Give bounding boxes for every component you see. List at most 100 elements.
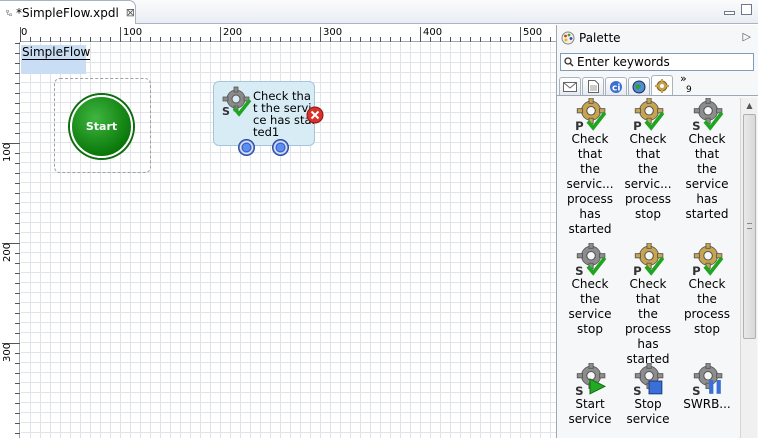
svg-text:S: S	[633, 384, 641, 397]
ruler-tick	[2, 243, 20, 244]
palette-tab-web[interactable]	[628, 77, 650, 95]
ruler-tick	[15, 203, 20, 204]
ruler-tick	[15, 53, 20, 54]
ruler-tick	[15, 213, 20, 214]
ruler-tick	[100, 37, 101, 42]
gear-icon	[655, 78, 669, 93]
ruler-tick	[310, 37, 311, 42]
ruler-tick	[15, 293, 20, 294]
ruler-tick	[80, 37, 81, 42]
svg-text:ci: ci	[612, 83, 620, 93]
ruler-tick	[20, 27, 21, 42]
palette-tab-messages[interactable]	[559, 77, 581, 95]
task-output-port[interactable]	[238, 139, 255, 156]
palette-scrollbar[interactable]: ▲	[740, 98, 757, 438]
scrollbar-thumb[interactable]	[743, 114, 756, 339]
palette-header: Palette ▷	[557, 25, 758, 50]
maximize-button[interactable]	[741, 4, 752, 15]
close-icon[interactable]: ⊠	[125, 6, 135, 19]
integration-icon: ci	[610, 80, 622, 93]
ruler-tick	[320, 27, 321, 42]
ruler-tick	[120, 27, 121, 42]
ruler-tick	[15, 103, 20, 104]
editor-tab[interactable]: *SimpleFlow.xpdl ⊠	[0, 0, 136, 24]
start-node[interactable]: Start	[70, 95, 133, 158]
palette-tab-documents[interactable]	[582, 77, 604, 95]
ruler-tick	[50, 37, 51, 42]
ruler-tick	[15, 93, 20, 94]
start-selection-frame	[54, 78, 151, 173]
ruler-tick	[490, 37, 491, 42]
ruler-tick	[410, 37, 411, 42]
more-tabs-arrow: »	[680, 72, 687, 85]
ruler-tick	[90, 37, 91, 42]
ruler-tick	[510, 37, 511, 42]
ruler-tick	[290, 37, 291, 42]
task-output-port[interactable]	[272, 139, 289, 156]
ruler-tick	[15, 263, 20, 264]
error-icon	[306, 106, 324, 124]
minimize-button[interactable]	[724, 11, 735, 15]
ruler-tick	[500, 37, 501, 42]
ruler-label: 300	[2, 342, 13, 362]
ruler-tick	[220, 27, 221, 42]
palette-tab-integration[interactable]: ci	[605, 77, 627, 95]
ruler-tick	[240, 37, 241, 42]
vertical-ruler: 100 200 300	[0, 42, 20, 438]
ruler-tick	[520, 27, 521, 42]
flow-name-label[interactable]: SimpleFlow	[21, 45, 91, 74]
ruler-tick	[200, 37, 201, 42]
ruler-tick	[370, 37, 371, 42]
palette-search-field[interactable]: Enter keywords	[560, 53, 754, 71]
process-check-icon: P	[619, 243, 677, 277]
ruler-tick	[15, 113, 20, 114]
ruler-tick	[15, 73, 20, 74]
ruler-label: 200	[2, 242, 13, 262]
service-check-icon: S	[222, 86, 252, 118]
ruler-tick	[15, 313, 20, 314]
ruler-tick	[15, 253, 20, 254]
ruler-tick	[15, 333, 20, 334]
collapse-arrow-icon[interactable]: ▷	[742, 30, 751, 43]
ruler-tick	[110, 37, 111, 42]
palette-item-label: Check the process stop	[683, 277, 731, 336]
ruler-tick	[480, 37, 481, 42]
ruler-tick	[15, 273, 20, 274]
ruler-tick	[15, 433, 20, 434]
palette-item-label: Check that the process has started	[624, 277, 672, 366]
scroll-up-arrow-icon[interactable]: ▲	[746, 101, 753, 110]
ruler-label: 500	[523, 27, 543, 38]
ruler-tick	[15, 193, 20, 194]
process-check-icon: P	[678, 243, 736, 277]
document-icon	[587, 80, 599, 93]
ruler-tick	[15, 303, 20, 304]
palette-title: Palette	[579, 30, 621, 45]
task-node[interactable]: S Check tha t the servi ce has star ted1	[213, 81, 324, 156]
ruler-tick	[15, 43, 20, 44]
ruler-tick	[60, 37, 61, 42]
ruler-label: 400	[423, 27, 443, 38]
palette-tab-services[interactable]	[651, 75, 673, 95]
ruler-tick	[15, 403, 20, 404]
palette-item-label: Check that the servic... process stop	[624, 132, 672, 221]
ruler-label: 200	[223, 27, 243, 38]
ruler-label: 100	[2, 142, 13, 162]
ruler-tick	[260, 37, 261, 42]
ruler-tick	[30, 37, 31, 42]
ruler-tick	[440, 37, 441, 42]
ruler-tick	[15, 283, 20, 284]
ruler-tick	[40, 37, 41, 42]
palette-more-tabs[interactable]: »9	[680, 72, 692, 95]
